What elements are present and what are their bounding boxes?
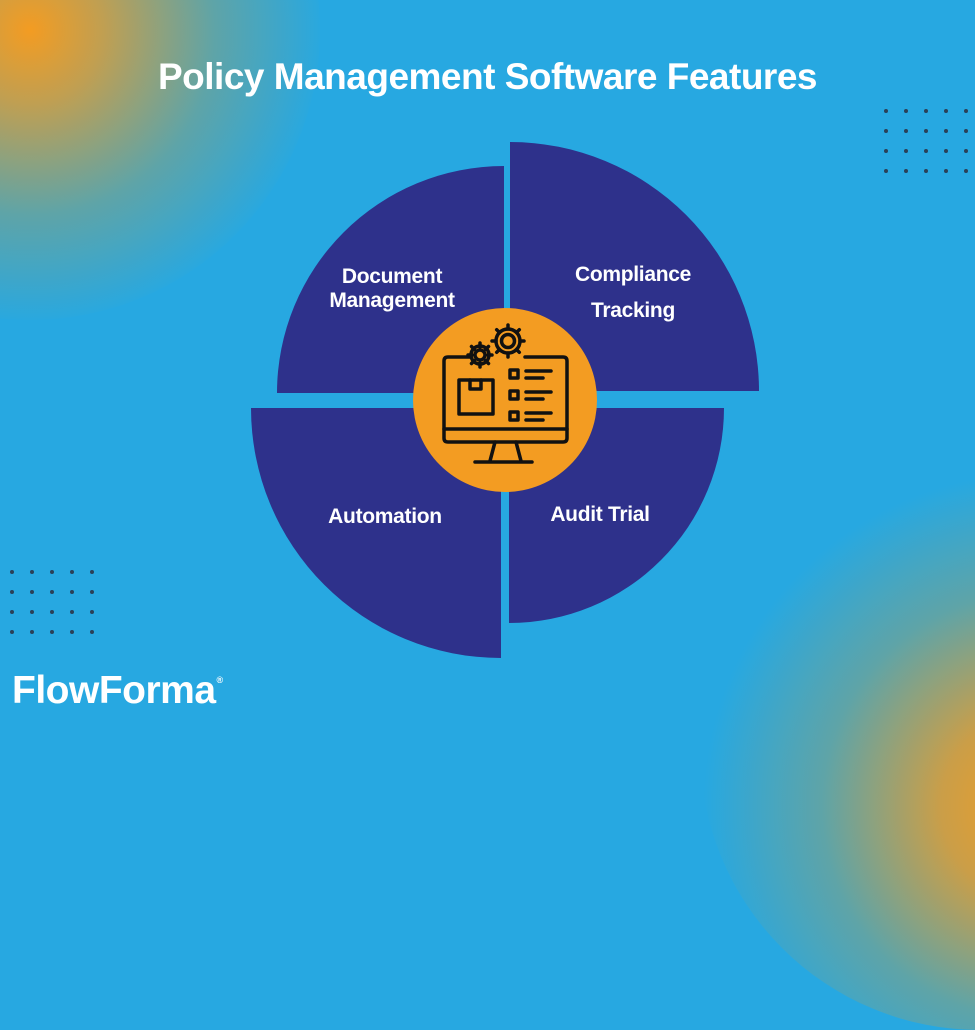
label-compliance-tracking: Compliance Tracking [548, 257, 718, 329]
label-line: Document [341, 265, 443, 288]
computer-gears-checklist-icon [442, 323, 569, 464]
registered-mark: ® [216, 675, 224, 685]
logo-text: FlowForma [12, 669, 216, 712]
segment-compliance-tracking [510, 142, 759, 391]
label-audit-trial: Audit Trial [530, 501, 670, 529]
label-line: Management [329, 289, 455, 312]
label-line: Audit Trial [550, 503, 650, 526]
dot-grid-decoration-top-right [884, 109, 975, 189]
label-line: Compliance [574, 263, 692, 286]
dot-grid-decoration-bottom-left [10, 570, 110, 650]
segment-automation [251, 408, 501, 658]
label-line: Tracking [591, 299, 675, 322]
label-line: Automation [328, 505, 442, 528]
flowforma-logo: FlowForma® [12, 669, 223, 713]
center-circle [413, 308, 597, 492]
label-document-management: Document Management [300, 263, 484, 315]
feature-wheel [251, 142, 759, 658]
page-title: Policy Management Software Features [158, 56, 817, 97]
label-automation: Automation [300, 503, 470, 531]
